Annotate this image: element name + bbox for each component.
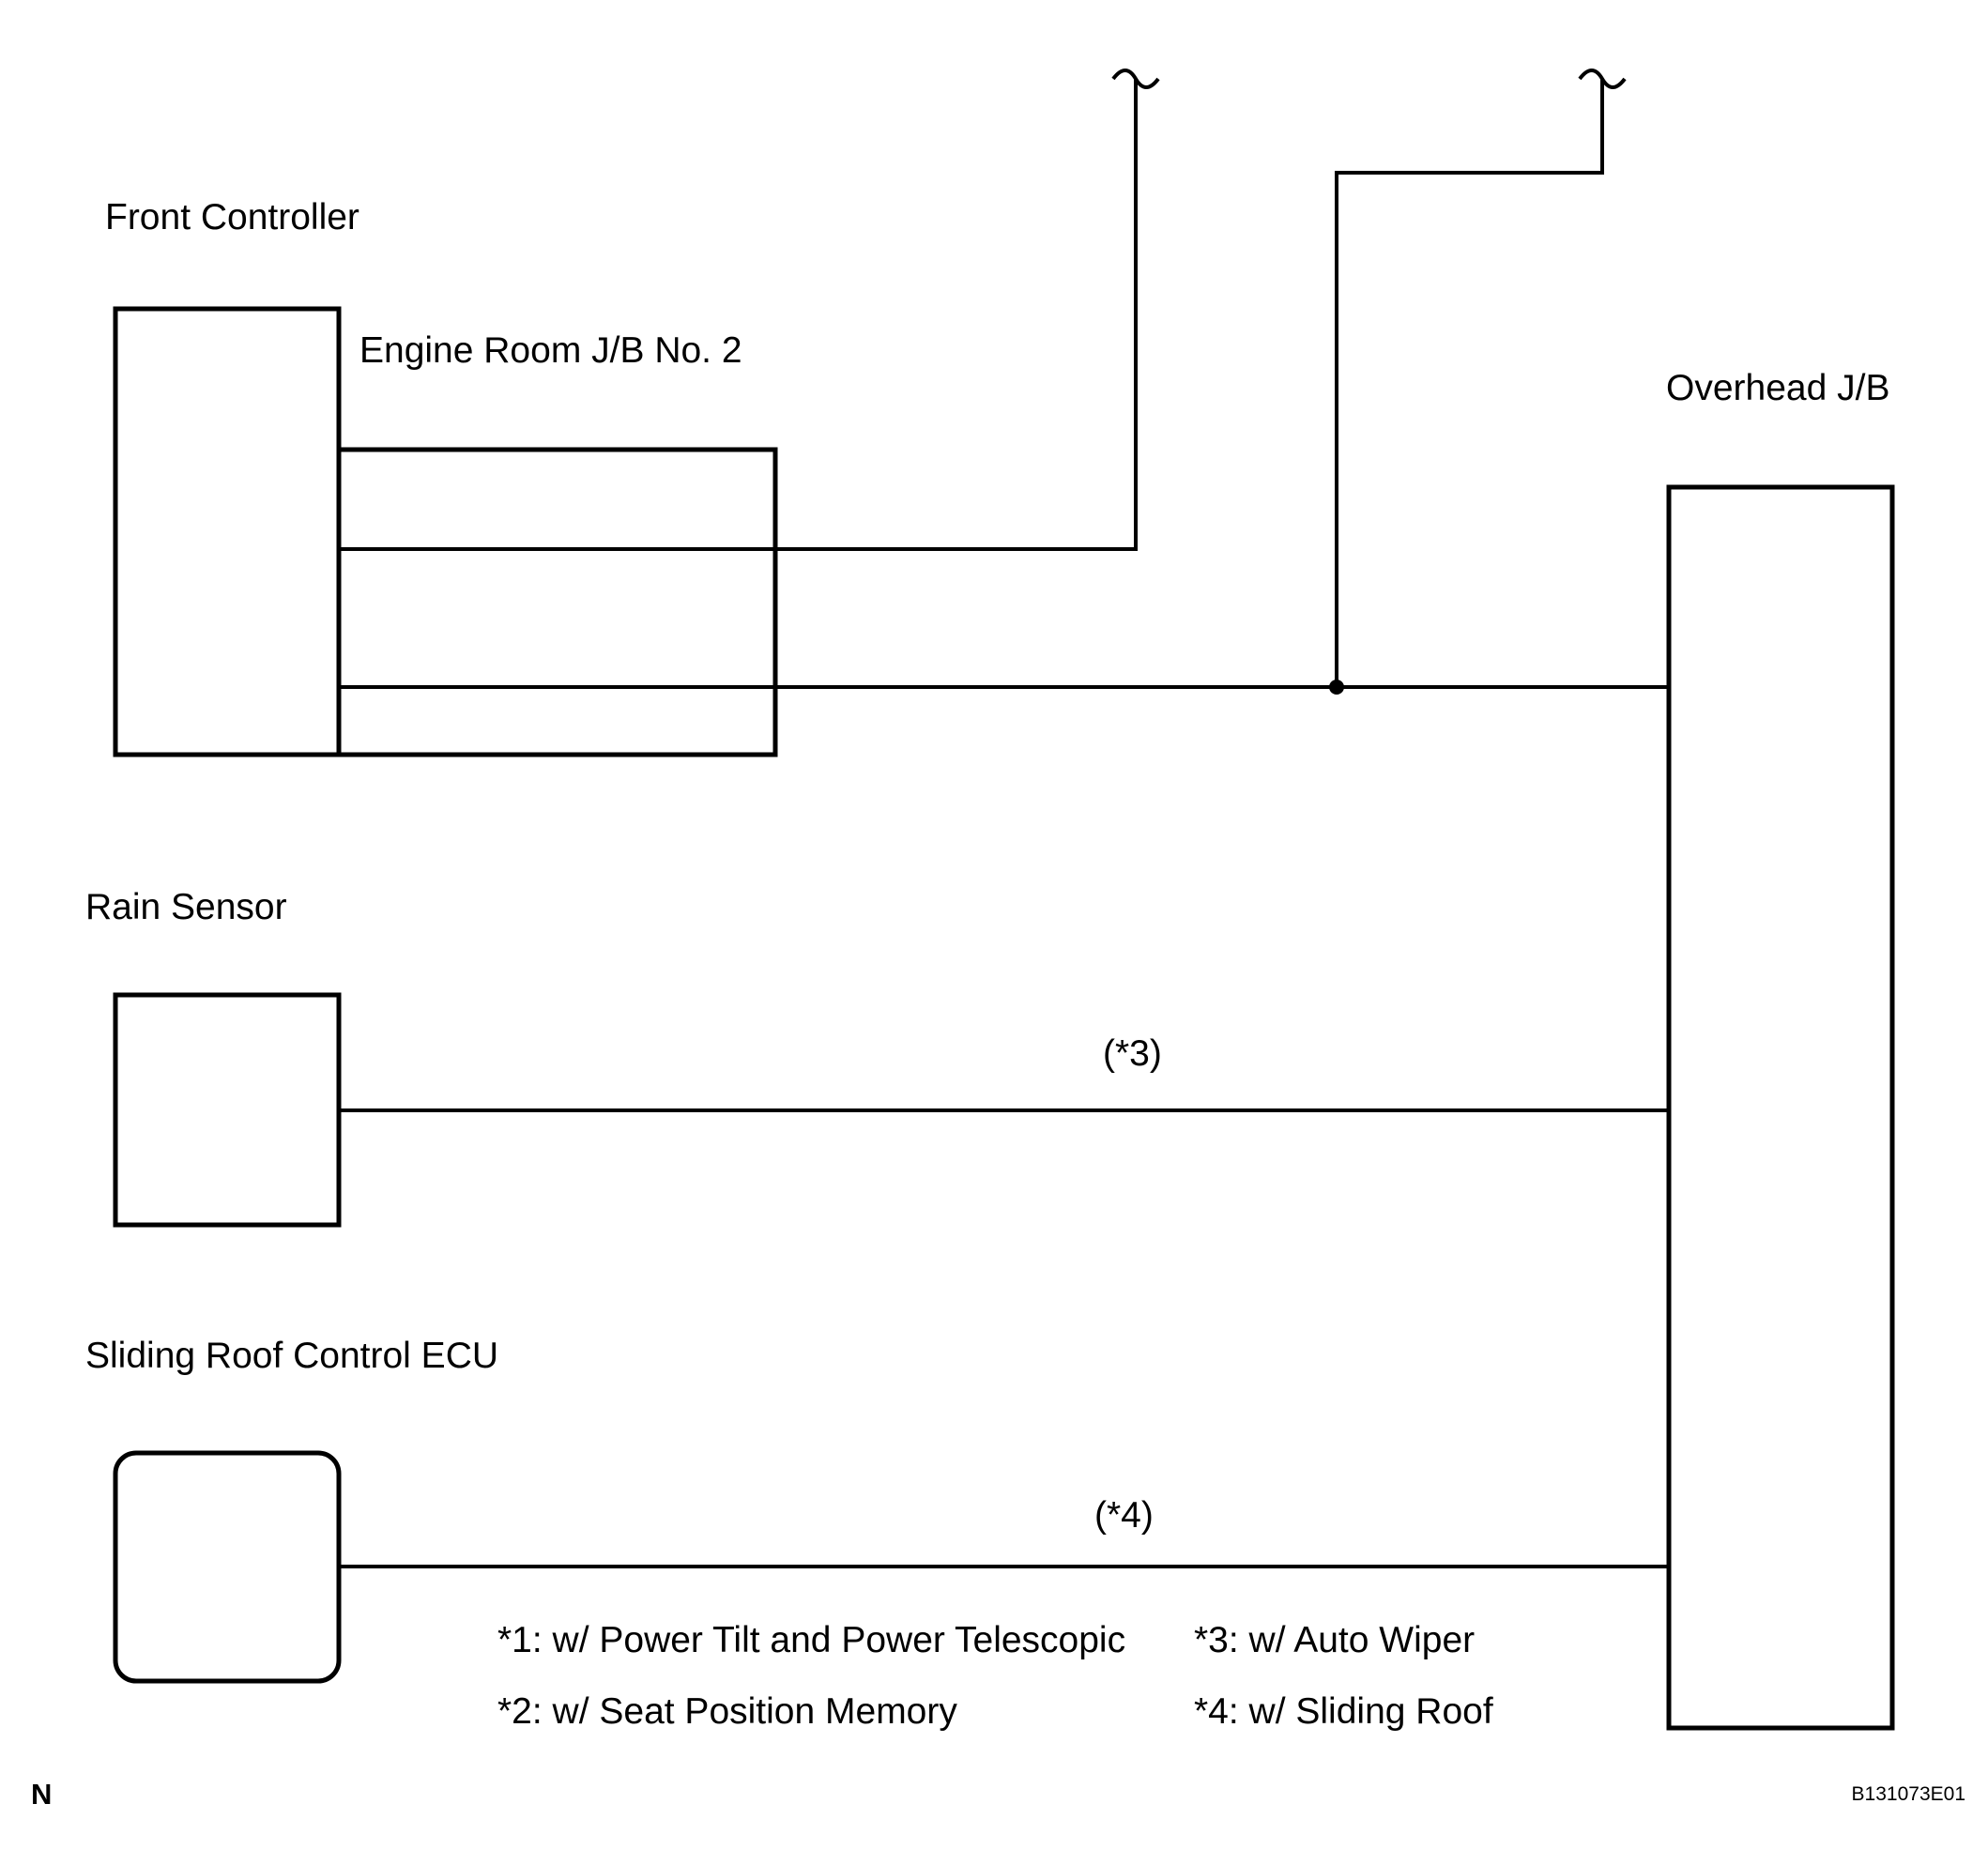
engine-room-jb-label: Engine Room J/B No. 2 [359,330,742,371]
note-2: *2: w/ Seat Position Memory [497,1691,957,1732]
sliding-roof-ecu-label: Sliding Roof Control ECU [85,1336,498,1376]
engine-room-jb-box [336,447,778,757]
rain-sensor-label: Rain Sensor [85,887,287,927]
wire-break-mark-right [1578,69,1627,89]
rain-sensor-box [113,992,342,1228]
note-3: *3: w/ Auto Wiper [1194,1620,1475,1660]
note-1: *1: w/ Power Tilt and Power Telescopic [497,1620,1125,1660]
front-controller-label: Front Controller [105,197,359,237]
junction-dot [1329,680,1344,695]
note-4: *4: w/ Sliding Roof [1194,1691,1493,1732]
corner-mark: N [31,1778,52,1811]
sliding-roof-wire-tag: (*4) [1094,1495,1154,1536]
front-controller-box [113,306,342,757]
rain-sensor-wire-tag: (*3) [1103,1033,1162,1074]
wire-break-mark-left [1111,69,1160,89]
sliding-roof-ecu-box [113,1450,342,1684]
wire-branch-to-upper-break [1335,79,1604,687]
wire-engine-room-to-upper-break [339,79,1138,551]
overhead-jb-box [1666,484,1895,1731]
overhead-jb-label: Overhead J/B [1666,368,1889,408]
figure-code: B131073E01 [1852,1783,1965,1805]
